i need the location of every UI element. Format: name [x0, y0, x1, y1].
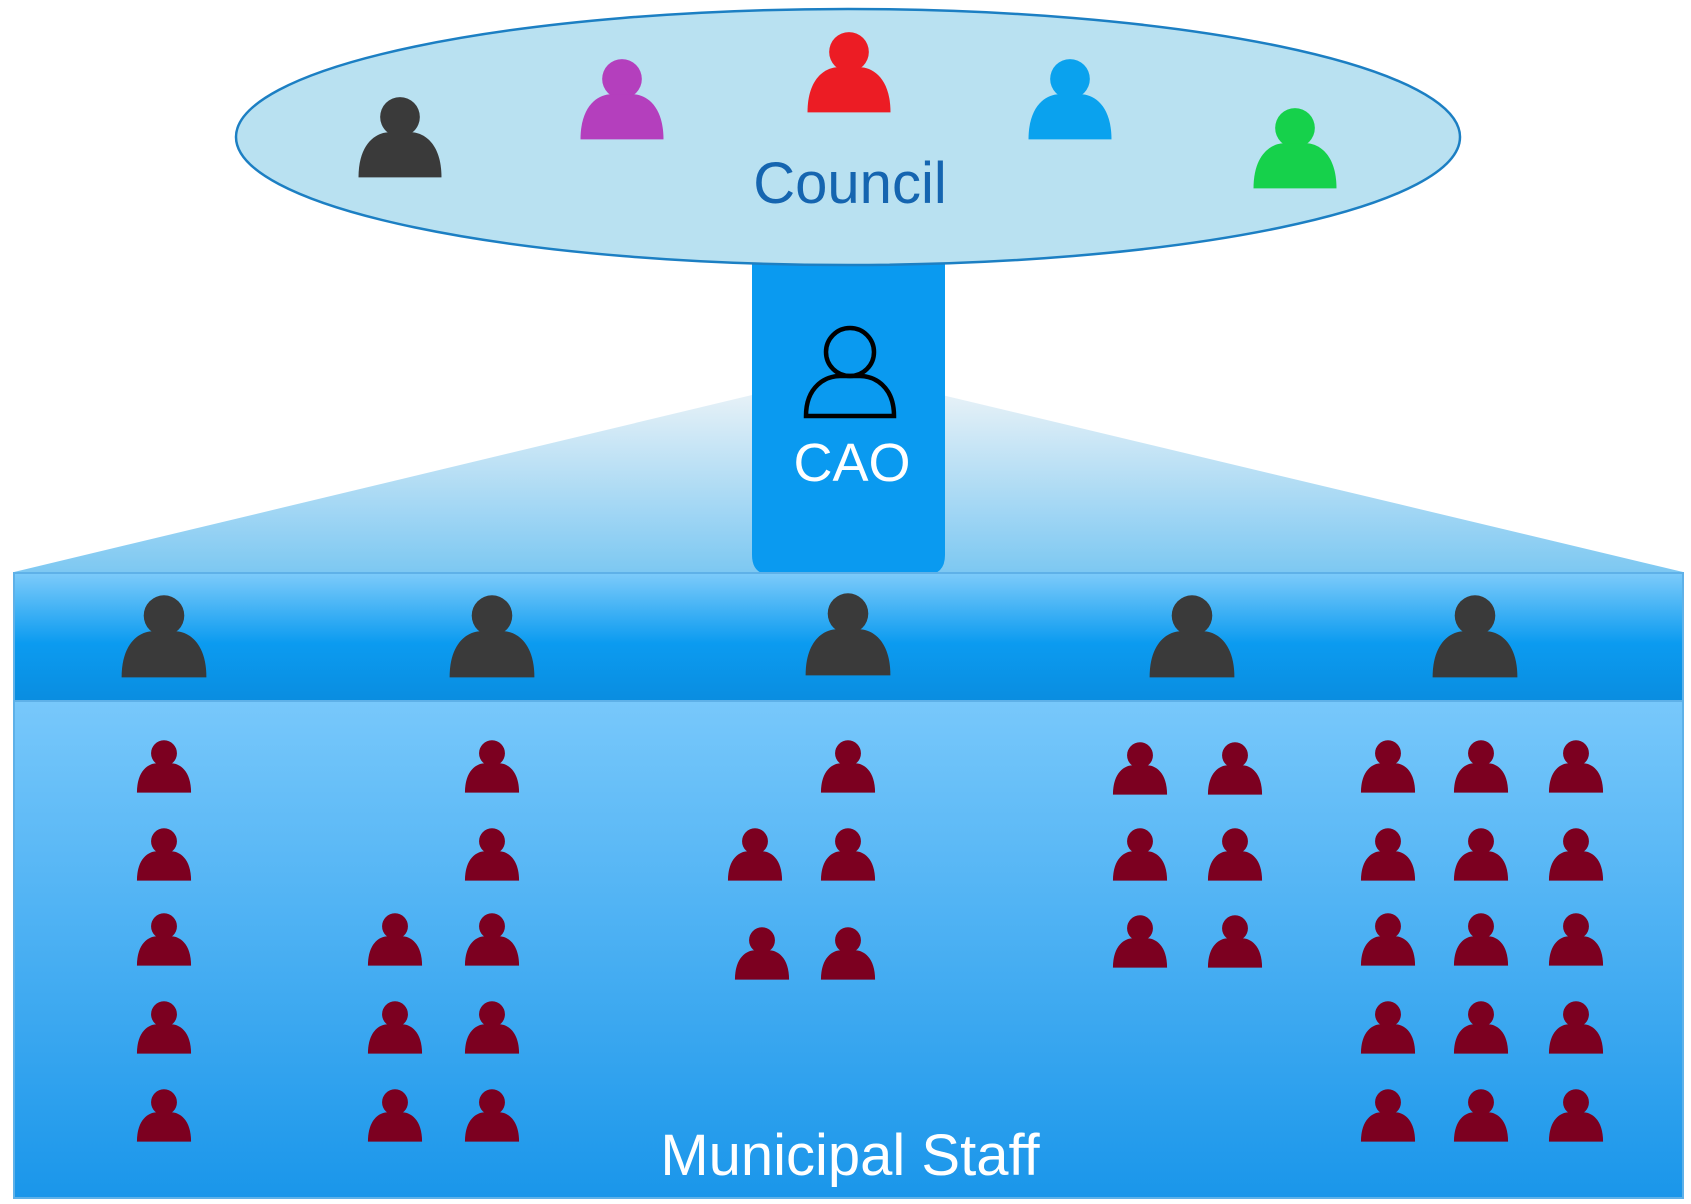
cao-label: CAO [793, 433, 911, 493]
cao-person-icon [803, 325, 897, 419]
council-label: Council [753, 151, 947, 216]
council-ellipse [234, 7, 1462, 267]
cao-column [752, 250, 945, 575]
municipal-staff-label: Municipal Staff [660, 1123, 1040, 1188]
